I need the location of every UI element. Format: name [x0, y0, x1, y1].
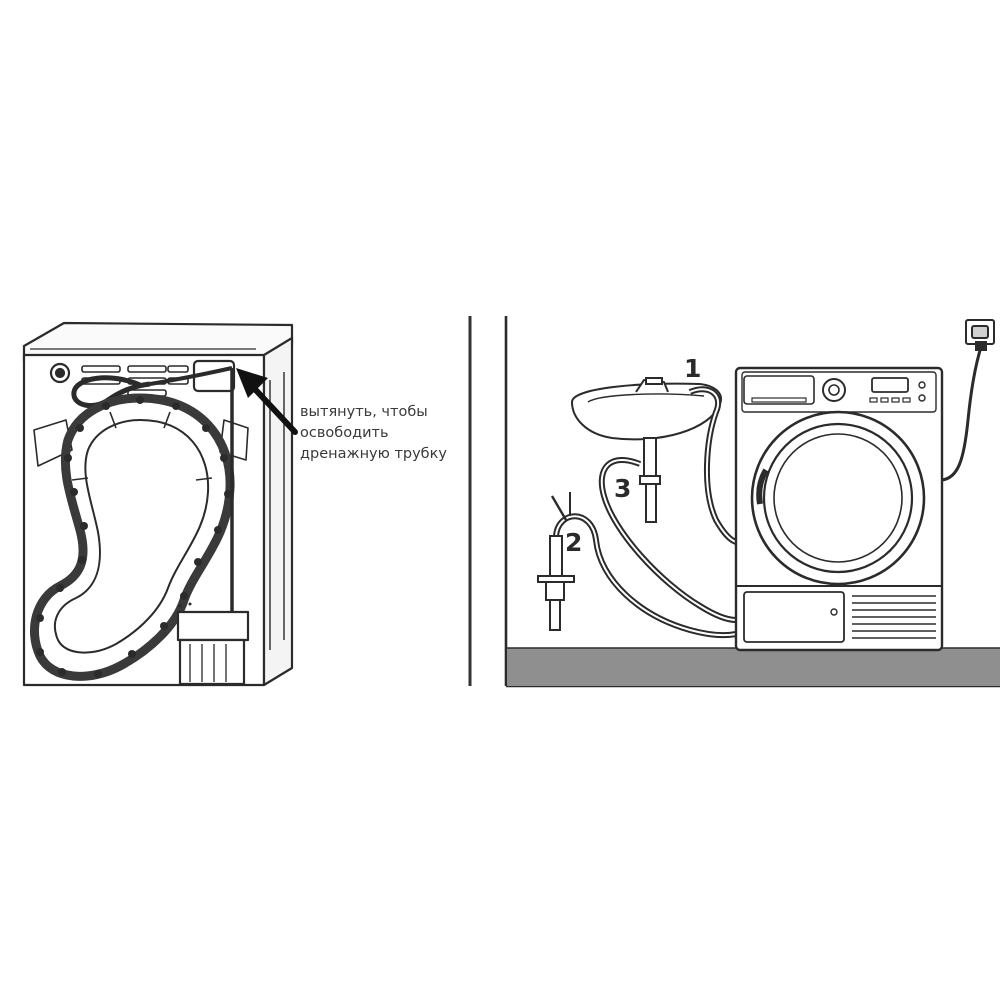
marker-3: 3: [614, 474, 632, 503]
dryer-back-view: [22, 321, 294, 687]
callout-line-3: дренажную трубку: [300, 446, 447, 462]
standpipe: [537, 492, 575, 631]
arrow-icon: [236, 368, 298, 435]
callout-line-2: освободить: [300, 425, 389, 441]
callout-line-1: вытянуть, чтобы: [300, 404, 428, 420]
floor: [507, 648, 1000, 686]
sink: [570, 377, 722, 523]
power-cord: [941, 343, 984, 482]
wall-socket-icon: [965, 319, 995, 351]
dryer-front: [734, 366, 944, 652]
callout-text: вытянуть, чтобы освободить дренажную тру…: [300, 402, 490, 465]
marker-2: 2: [565, 528, 583, 557]
marker-1: 1: [684, 354, 702, 383]
drain-hose-2: [553, 513, 737, 639]
